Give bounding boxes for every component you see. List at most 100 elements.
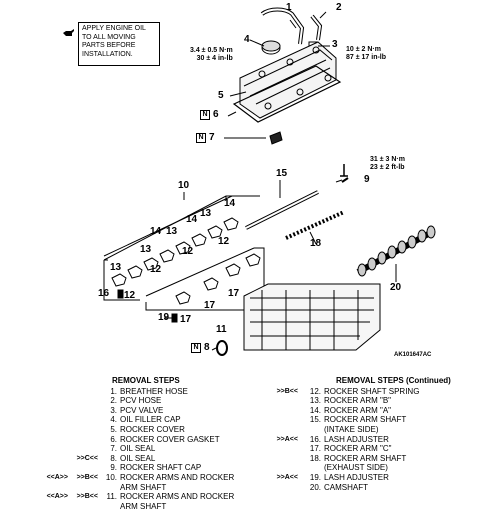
step-t: ROCKER SHAFT SPRING [324, 386, 420, 396]
step-n [301, 463, 324, 473]
step-m1 [40, 396, 70, 406]
step-n: 19. [309, 472, 321, 482]
step-t: ROCKER ARMS AND ROCKER [120, 492, 235, 502]
removal-step-row: ARM SHAFT [40, 483, 270, 493]
callout-13-c: 13 [140, 244, 152, 255]
callout-12-b: 12 [182, 246, 194, 257]
lash-adjuster-16 [117, 289, 124, 299]
step-n: 1. [110, 386, 117, 396]
callout-14-a: 14 [224, 198, 236, 209]
removal-step-row: 5.ROCKER COVER [40, 425, 270, 435]
removal-step-row: 3.PCV VALVE [40, 406, 270, 416]
removal-step-row: 20.CAMSHAFT [270, 483, 485, 493]
step-m2 [70, 435, 101, 445]
step-t: ROCKER ARM "B" [324, 396, 392, 406]
callout-10: 10 [178, 180, 190, 191]
callout-14-b: 14 [186, 214, 198, 225]
removal-step-row: 7.OIL SEAL [40, 444, 270, 454]
step-n: 6. [110, 434, 117, 444]
removal-step-row: 2.PCV HOSE [40, 396, 270, 406]
removal-steps-right: REMOVAL STEPS (Continued) >>B<<12.ROCKER… [270, 376, 485, 492]
group-10-bracket [103, 195, 260, 301]
step-m: >>A<< [276, 473, 298, 481]
step-n: 5. [110, 424, 117, 434]
rocker-arms-row [111, 217, 239, 287]
oil-seal-8 [216, 340, 228, 356]
callout-17-a: 17 [180, 314, 192, 325]
step-m: >>A<< [276, 435, 298, 443]
step-t: BREATHER HOSE [120, 386, 188, 396]
step-n: 4. [110, 415, 117, 425]
callout-14-c: 14 [150, 226, 162, 237]
step-n: 16. [309, 434, 321, 444]
step-m2 [70, 406, 101, 416]
step-t: (EXHAUST SIDE) [324, 463, 388, 473]
step-t: (INTAKE SIDE) [324, 424, 379, 434]
step-m [270, 454, 301, 464]
step-m1 [40, 387, 70, 397]
removal-step-row: ARM SHAFT [40, 502, 270, 512]
step-m1 [40, 444, 70, 454]
callout-5: 5 [218, 90, 224, 101]
callout-17-c: 17 [228, 288, 240, 299]
removal-step-row: <<A>>>>B<<11.ROCKER ARMS AND ROCKER [40, 492, 270, 502]
step-m [270, 396, 301, 406]
step-t: ROCKER ARMS AND ROCKER [120, 472, 235, 482]
oil-note: APPLY ENGINE OIL TO ALL MOVING PARTS BEF… [78, 22, 160, 66]
removal-step-row: 9.ROCKER SHAFT CAP [40, 463, 270, 473]
step-n: 2. [110, 396, 117, 406]
step-m [270, 463, 301, 473]
oil-can-icon [63, 29, 74, 36]
callout-6: 6 [213, 109, 219, 120]
step-n: 9. [110, 463, 117, 473]
callout-12-a: 12 [218, 236, 230, 247]
rocker-shaft-exhaust [285, 210, 345, 240]
step-m: >>B<< [276, 387, 298, 395]
step-t: ROCKER COVER [120, 424, 185, 434]
step-n [301, 425, 324, 435]
step-m [270, 483, 301, 493]
rocker-cover [239, 41, 337, 119]
step-m1 [40, 425, 70, 435]
figure-id: AK101647AC [394, 352, 432, 358]
callout-13-b: 13 [166, 226, 178, 237]
step-m1 [40, 454, 70, 464]
n-badge-8: N [191, 343, 201, 353]
step-m1: <<A>> [46, 493, 68, 501]
step-t: ARM SHAFT [120, 482, 167, 492]
removal-step-row: 17.ROCKER ARM "C" [270, 444, 485, 454]
removal-step-row: >>A<<16.LASH ADJUSTER [270, 435, 485, 445]
step-n: 15. [309, 415, 321, 425]
callout-7: 7 [209, 132, 215, 143]
removal-step-row: 13.ROCKER ARM "B" [270, 396, 485, 406]
step-m2: >>B<< [76, 473, 98, 481]
step-t: ROCKER ARM "A" [324, 405, 392, 415]
step-n: 7. [110, 444, 117, 454]
step-n: 20. [309, 482, 321, 492]
step-t: CAMSHAFT [324, 482, 368, 492]
step-n: 17. [309, 444, 321, 454]
step-t: PCV VALVE [120, 405, 164, 415]
step-m2 [70, 396, 101, 406]
callout-9: 9 [364, 174, 370, 185]
callout-1: 1 [286, 2, 292, 13]
step-m1: <<A>> [46, 473, 68, 481]
step-m1 [40, 435, 70, 445]
step-n: 13. [309, 396, 321, 406]
step-t: ROCKER ARM SHAFT [324, 415, 407, 425]
step-m [270, 406, 301, 416]
step-n: 12. [309, 386, 321, 396]
exploded-diagram [103, 7, 436, 356]
step-t: OIL FILLER CAP [120, 415, 181, 425]
step-m2 [70, 415, 101, 425]
step-n: 3. [110, 405, 117, 415]
callout-12-c: 12 [150, 264, 162, 275]
removal-step-row: (EXHAUST SIDE) [270, 463, 485, 473]
step-n: 8. [110, 453, 117, 463]
step-m [270, 444, 301, 454]
step-t: ROCKER COVER GASKET [120, 434, 220, 444]
step-m1 [40, 502, 70, 512]
callout-15: 15 [276, 168, 288, 179]
